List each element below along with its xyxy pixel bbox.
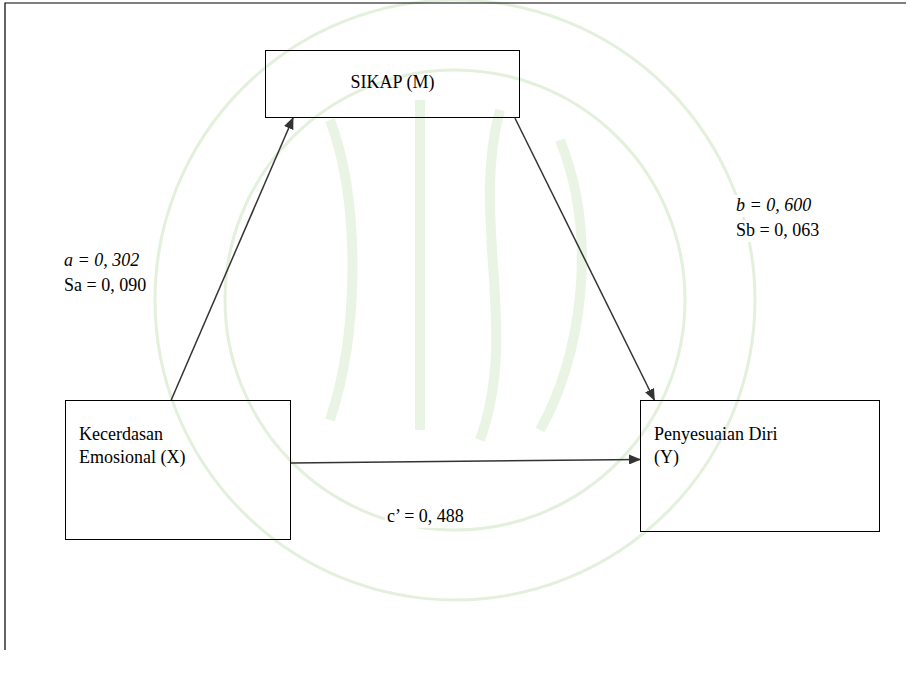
variable-box: SIKAP (M) <box>265 50 520 118</box>
variable-name: Kecerdasan Emosional (X) <box>79 423 209 468</box>
variable-name: SIKAP (M) <box>282 71 503 94</box>
path-coefficient: a = 0, 302 <box>62 250 141 272</box>
path-arrow <box>291 459 640 463</box>
variable-name: Penyesuaian Diri (Y) <box>654 423 779 468</box>
watermark-seal <box>155 0 755 600</box>
path-coefficient: c’ = 0, 488 <box>385 506 466 528</box>
path-coefficient: Sb = 0, 063 <box>734 220 821 242</box>
variable-box: Kecerdasan Emosional (X) <box>65 400 291 540</box>
variable-box: Penyesuaian Diri (Y) <box>640 400 880 532</box>
path-arrow <box>171 118 293 400</box>
path-coefficient: Sa = 0, 090 <box>62 275 148 297</box>
path-coefficient: b = 0, 600 <box>734 195 813 217</box>
outer-frame <box>5 3 906 650</box>
path-arrow <box>515 118 655 400</box>
